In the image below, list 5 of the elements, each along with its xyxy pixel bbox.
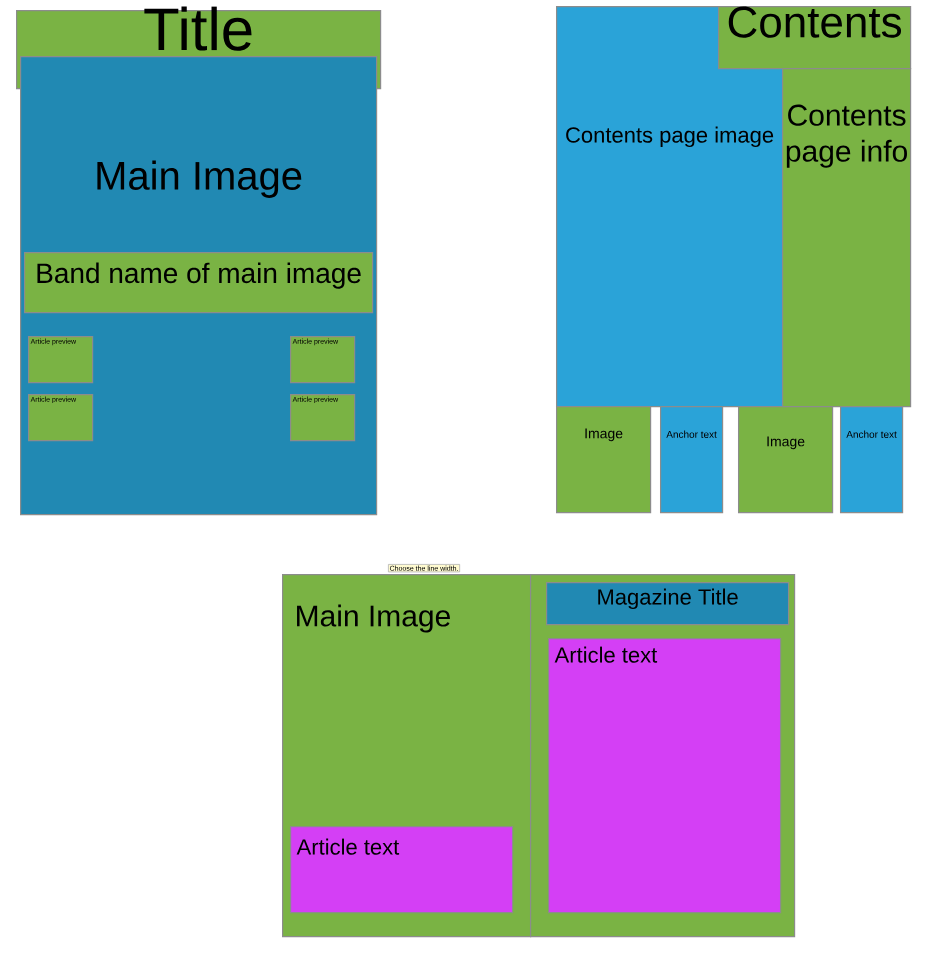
text-box: Article text (548, 638, 782, 914)
text-box: Article text (290, 826, 514, 914)
title-bar: Contents (718, 6, 912, 70)
band-name-bar: Band name of main image (24, 252, 374, 314)
title-bar: Magazine Title (546, 582, 790, 626)
